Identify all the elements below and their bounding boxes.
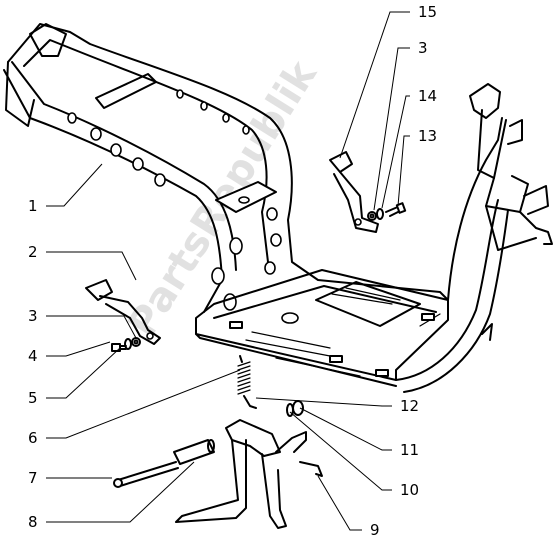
callout-label: 1 (28, 197, 38, 215)
stand-pivot-shaft (113, 461, 179, 488)
callout-label: 14 (418, 87, 437, 105)
leader-lines (46, 11, 410, 531)
left-washer (131, 337, 141, 347)
stand-spring (237, 355, 257, 409)
callout-label: 15 (418, 3, 437, 21)
callout-labels: 1 2 3 4 5 6 7 8 15 3 14 13 12 11 10 9 (28, 3, 437, 539)
callout-label: 2 (28, 243, 38, 261)
stand-washer (286, 403, 294, 417)
callout-label: 3 (28, 307, 38, 325)
callout-label: 9 (370, 521, 380, 539)
right-support-bracket (329, 151, 379, 233)
stand-pivot-tube (173, 439, 215, 465)
callout-label: 3 (418, 39, 428, 57)
callout-label: 10 (400, 481, 419, 499)
stand-bushing (292, 400, 304, 416)
right-washer (367, 211, 377, 221)
left-spacer (124, 338, 132, 350)
callout-label: 6 (28, 429, 38, 447)
callout-label: 11 (400, 441, 419, 459)
left-support-bracket (85, 279, 161, 345)
callout-label: 7 (28, 469, 38, 487)
callout-label: 13 (418, 127, 437, 145)
left-bolt (111, 343, 127, 352)
right-bolt (385, 202, 407, 217)
center-stand (175, 419, 323, 529)
callout-label: 5 (28, 389, 38, 407)
callout-label: 4 (28, 347, 38, 365)
callout-label: 12 (400, 397, 419, 415)
right-spacer (376, 208, 384, 220)
callout-label: 8 (28, 513, 38, 531)
frame-body (3, 23, 553, 393)
